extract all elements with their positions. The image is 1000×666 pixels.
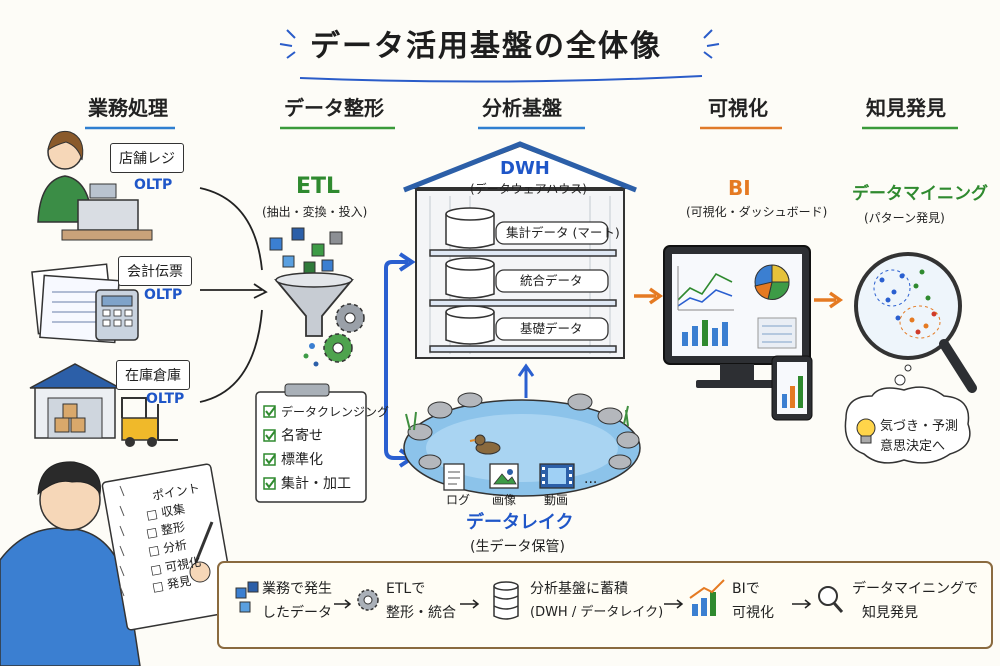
dwh-shelf-integrated: 統合データ <box>520 273 583 288</box>
orange-arrows <box>634 287 844 309</box>
summary-step-4-line-1: BIで <box>732 581 760 597</box>
summary-step-1-line-2: したデータ <box>262 605 332 621</box>
etl-step-merge: 名寄せ <box>281 428 323 444</box>
column-header-discovery: 知見発見 <box>866 96 946 120</box>
etl-data-cubes <box>269 227 343 274</box>
mining-title: データマイニング <box>852 184 988 204</box>
video-icon <box>539 463 575 489</box>
summary-step-5-line-1: データマイニングで <box>852 581 978 597</box>
bi-monitor <box>663 245 811 388</box>
title-decoration <box>279 29 720 83</box>
warehouse-illustration <box>29 363 178 447</box>
insight-line-2: 意思決定へ <box>880 439 946 454</box>
lake-to-dwh-arrow <box>517 363 535 398</box>
lake-file-image: 画像 <box>492 493 517 507</box>
mining-subtitle: (パターン発見) <box>864 211 945 225</box>
dwh-cylinders <box>445 207 495 345</box>
etl-funnel <box>274 272 354 367</box>
cashier-illustration <box>37 130 153 241</box>
summary-step-2-line-2: 整形・統合 <box>386 605 456 621</box>
summary-database-icon <box>493 581 519 620</box>
source-label-store-register: 店舗レジ <box>110 143 184 173</box>
summary-step-4-line-2: 可視化 <box>732 605 774 621</box>
image-icon <box>489 463 519 489</box>
pie-chart-icon <box>754 264 790 300</box>
lake-title: データレイク <box>466 512 574 533</box>
bi-subtitle: (可視化・ダッシュボード) <box>686 205 828 219</box>
dwh-shelf-mart: 集計データ (マート) <box>506 225 620 240</box>
summary-step-1-line-1: 業務で発生 <box>262 581 332 597</box>
page-title: データ活用基盤の全体像 <box>310 29 662 64</box>
summary-step-3-line-1: 分析基盤に蓄積 <box>530 581 628 597</box>
etl-step-standardize: 標準化 <box>281 452 323 468</box>
summary-gear-icon <box>357 589 379 611</box>
lake-file-video: 動画 <box>544 493 569 507</box>
dwh-title: DWH <box>500 158 550 179</box>
summary-banner <box>217 561 993 649</box>
bar-chart-icon <box>682 317 797 349</box>
source-tag-oltp: OLTP <box>134 177 173 193</box>
source-tag-oltp: OLTP <box>146 391 185 407</box>
gears-icon <box>323 303 365 363</box>
summary-step-3-line-2: (DWH / データレイク) <box>530 605 664 620</box>
column-header-shaping: データ整形 <box>284 96 384 120</box>
summary-step-2-line-1: ETLで <box>386 581 426 597</box>
source-label-accounting-slip: 会計伝票 <box>118 256 192 286</box>
etl-subtitle: (抽出・変換・投入) <box>262 205 368 219</box>
document-icon <box>443 463 465 491</box>
lightbulb-icon <box>856 418 876 444</box>
magnifier-icon <box>854 252 977 393</box>
lake-file-more: ... <box>584 471 598 487</box>
insight-bubble <box>844 364 971 464</box>
data-lake <box>403 392 641 497</box>
summary-cubes-icon <box>235 581 259 613</box>
etl-step-aggregate: 集計・加工 <box>281 476 351 492</box>
etl-step-cleansing: データクレンジング <box>281 405 390 419</box>
source-tag-oltp: OLTP <box>144 287 183 303</box>
scatter-points <box>879 269 937 335</box>
column-header-analytics: 分析基盤 <box>482 96 562 120</box>
dwh-subtitle: (データウェアハウス) <box>470 182 587 196</box>
summary-step-5-line-2: 知見発見 <box>862 605 918 621</box>
summary-arrows <box>334 599 812 609</box>
dwh-shelf-base: 基礎データ <box>520 321 583 336</box>
summary-chart-icon <box>689 579 725 616</box>
etl-clipboard <box>255 383 367 503</box>
source-to-etl-arrows <box>199 187 268 403</box>
lake-file-log: ログ <box>446 493 471 507</box>
slips-calculator-illustration <box>31 263 139 344</box>
tablet-icon <box>771 355 813 421</box>
lake-file-icons <box>443 463 575 491</box>
lake-subtitle: (生データ保管) <box>470 539 565 555</box>
student-illustration <box>0 461 237 666</box>
source-label-inventory-warehouse: 在庫倉庫 <box>116 360 190 390</box>
line-chart-icon <box>677 266 734 311</box>
dwh-building <box>403 141 637 359</box>
insight-line-1: 気づき・予測 <box>880 419 959 434</box>
column-header-visualization: 可視化 <box>708 96 768 120</box>
etl-title: ETL <box>296 174 341 199</box>
duck-icon <box>469 434 501 455</box>
summary-magnifier-icon <box>818 586 844 613</box>
column-header-business: 業務処理 <box>88 96 168 120</box>
bi-title: BI <box>728 176 751 200</box>
